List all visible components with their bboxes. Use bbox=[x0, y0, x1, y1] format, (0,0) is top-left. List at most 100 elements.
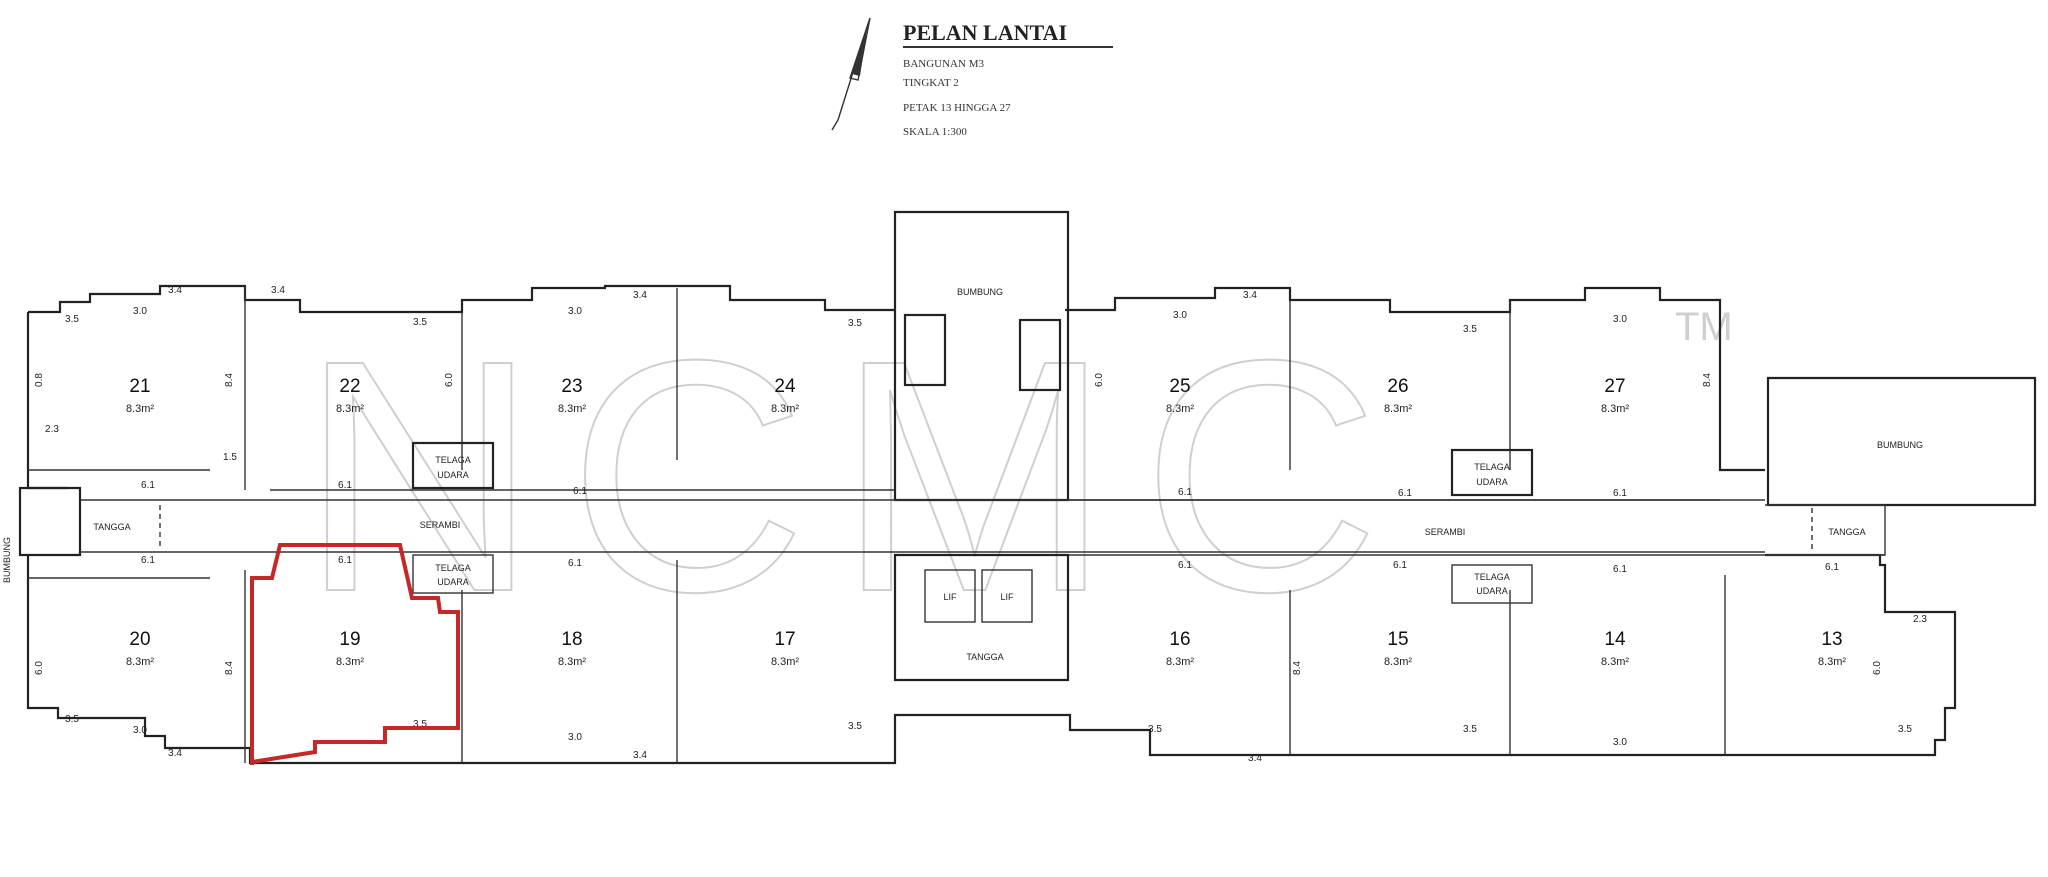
subtitle-lots: PETAK 13 HINGGA 27 bbox=[903, 102, 1011, 114]
unit-19-highlight bbox=[250, 543, 460, 765]
unit-20-number: 20 bbox=[129, 629, 150, 650]
svg-text:3.5: 3.5 bbox=[1463, 324, 1477, 335]
svg-text:8.4: 8.4 bbox=[1702, 373, 1713, 387]
right-void bbox=[1766, 376, 2037, 507]
unit-26-number: 26 bbox=[1387, 376, 1408, 397]
svg-text:3.4: 3.4 bbox=[633, 750, 647, 761]
svg-text:TELAGA: TELAGA bbox=[435, 455, 471, 465]
svg-text:3.4: 3.4 bbox=[168, 285, 182, 296]
svg-text:3.5: 3.5 bbox=[848, 721, 862, 732]
unit-27-number: 27 bbox=[1604, 376, 1625, 397]
unit-24-area: 8.3m² bbox=[771, 403, 799, 415]
svg-text:3.5: 3.5 bbox=[1463, 724, 1477, 735]
svg-text:6.1: 6.1 bbox=[141, 555, 155, 566]
core-void-label: BUMBUNG bbox=[957, 287, 1003, 297]
svg-text:3.5: 3.5 bbox=[413, 317, 427, 328]
subtitle-scale: SKALA 1:300 bbox=[903, 126, 967, 138]
corridor-label-left: SERAMBI bbox=[420, 520, 461, 530]
svg-text:6.1: 6.1 bbox=[1613, 488, 1627, 499]
air-well-core-left bbox=[903, 313, 947, 387]
unit-16-number: 16 bbox=[1169, 629, 1190, 650]
svg-text:UDARA: UDARA bbox=[1476, 586, 1508, 596]
svg-text:UDARA: UDARA bbox=[1476, 477, 1508, 487]
bottom-wing-outline bbox=[26, 553, 1957, 765]
svg-text:TELAGA: TELAGA bbox=[1474, 462, 1510, 472]
unit-26-area: 8.3m² bbox=[1384, 403, 1412, 415]
units-bottom: 20 8.3m² 19 8.3m² 18 8.3m² 17 8.3m² 16 8… bbox=[126, 629, 1846, 668]
lift-left-label: LIF bbox=[943, 592, 957, 602]
svg-text:6.1: 6.1 bbox=[1393, 560, 1407, 571]
right-void-label: BUMBUNG bbox=[1877, 440, 1923, 450]
unit-17-number: 17 bbox=[774, 629, 795, 650]
svg-text:8.4: 8.4 bbox=[1292, 661, 1303, 675]
svg-text:1.5: 1.5 bbox=[223, 452, 237, 463]
unit-15-number: 15 bbox=[1387, 629, 1408, 650]
units-top: 21 8.3m² 22 8.3m² 23 8.3m² 24 8.3m² 25 8… bbox=[126, 376, 1629, 415]
svg-text:6.1: 6.1 bbox=[338, 555, 352, 566]
svg-text:UDARA: UDARA bbox=[437, 577, 469, 587]
unit-14-number: 14 bbox=[1604, 629, 1626, 650]
air-well-core-right bbox=[1018, 318, 1062, 392]
subtitle-level: TINGKAT 2 bbox=[903, 77, 959, 89]
svg-text:6.0: 6.0 bbox=[1094, 373, 1105, 387]
svg-text:2.3: 2.3 bbox=[1913, 614, 1927, 625]
unit-13-number: 13 bbox=[1821, 629, 1842, 650]
unit-20-area: 8.3m² bbox=[126, 656, 154, 668]
lift-left bbox=[924, 569, 976, 623]
svg-text:UDARA: UDARA bbox=[437, 470, 469, 480]
svg-text:3.0: 3.0 bbox=[1173, 310, 1187, 321]
unit-23-area: 8.3m² bbox=[558, 403, 586, 415]
svg-text:6.0: 6.0 bbox=[444, 373, 455, 387]
left-void-label: BUMBUNG bbox=[2, 537, 12, 583]
plan-title: PELAN LANTAI bbox=[903, 20, 1067, 45]
unit-23-number: 23 bbox=[561, 376, 582, 397]
svg-text:6.1: 6.1 bbox=[1825, 562, 1839, 573]
left-stairs-outline bbox=[18, 486, 82, 557]
right-stairs-outline bbox=[1765, 504, 1886, 556]
unit-21-number: 21 bbox=[129, 376, 150, 397]
air-well-19 bbox=[412, 554, 494, 594]
unit-24-number: 24 bbox=[774, 376, 796, 397]
subtitle-building: BANGUNAN M3 bbox=[903, 58, 984, 70]
svg-text:8.4: 8.4 bbox=[224, 373, 235, 387]
unit-25-number: 25 bbox=[1169, 376, 1190, 397]
unit-21-area: 8.3m² bbox=[126, 403, 154, 415]
svg-text:3.4: 3.4 bbox=[271, 285, 285, 296]
unit-16-area: 8.3m² bbox=[1166, 656, 1194, 668]
unit-17-area: 8.3m² bbox=[771, 656, 799, 668]
svg-text:6.1: 6.1 bbox=[1398, 488, 1412, 499]
air-well-15 bbox=[1451, 564, 1533, 604]
lift-right bbox=[981, 569, 1033, 623]
dimension-labels: 3.5 3.0 3.4 3.4 3.5 3.0 3.4 3.5 3.0 3.4 … bbox=[34, 285, 1927, 764]
unit-22-number: 22 bbox=[339, 376, 360, 397]
svg-text:8.4: 8.4 bbox=[224, 661, 235, 675]
svg-text:6.1: 6.1 bbox=[141, 480, 155, 491]
svg-text:3.4: 3.4 bbox=[1248, 753, 1262, 764]
left-stairs-label: TANGGA bbox=[93, 522, 130, 532]
svg-text:3.4: 3.4 bbox=[1243, 290, 1257, 301]
svg-text:2.3: 2.3 bbox=[45, 424, 59, 435]
svg-text:6.1: 6.1 bbox=[1178, 560, 1192, 571]
svg-text:3.0: 3.0 bbox=[133, 306, 147, 317]
svg-text:6.1: 6.1 bbox=[573, 486, 587, 497]
svg-text:6.1: 6.1 bbox=[338, 480, 352, 491]
svg-text:TELAGA: TELAGA bbox=[1474, 572, 1510, 582]
svg-text:3.0: 3.0 bbox=[568, 732, 582, 743]
svg-text:3.5: 3.5 bbox=[1898, 724, 1912, 735]
svg-text:3.5: 3.5 bbox=[1148, 724, 1162, 735]
lift-right-label: LIF bbox=[1000, 592, 1014, 602]
unit-19-area: 8.3m² bbox=[336, 656, 364, 668]
svg-text:6.1: 6.1 bbox=[1613, 564, 1627, 575]
svg-text:3.5: 3.5 bbox=[65, 314, 79, 325]
svg-text:3.5: 3.5 bbox=[413, 719, 427, 730]
watermark-tm: TM bbox=[1675, 305, 1733, 349]
corridor-label-right: SERAMBI bbox=[1425, 527, 1466, 537]
air-well-22 bbox=[411, 441, 495, 490]
unit-14-area: 8.3m² bbox=[1601, 656, 1629, 668]
svg-text:6.0: 6.0 bbox=[1872, 661, 1883, 675]
right-stairs-label: TANGGA bbox=[1828, 527, 1865, 537]
svg-text:3.5: 3.5 bbox=[848, 318, 862, 329]
unit-18-number: 18 bbox=[561, 629, 582, 650]
svg-text:6.0: 6.0 bbox=[34, 661, 45, 675]
